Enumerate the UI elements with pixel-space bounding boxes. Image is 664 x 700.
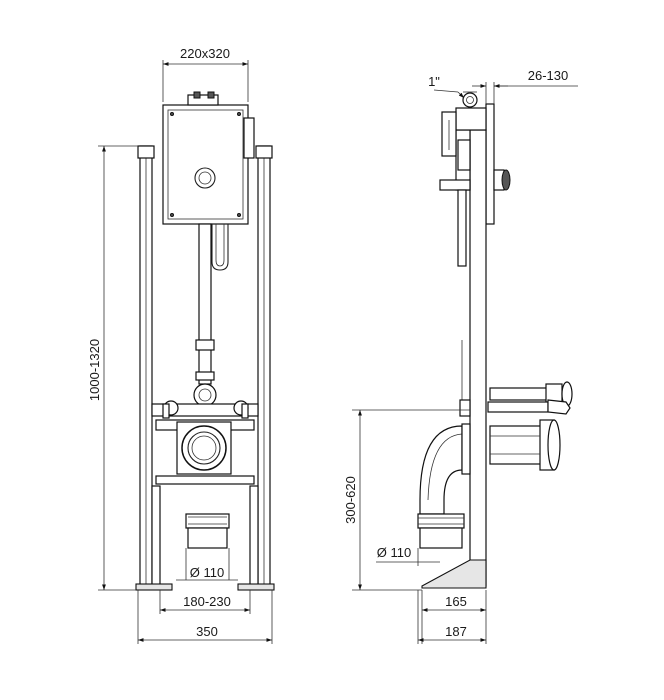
drain-pipe-front (185, 513, 230, 529)
frame-width-label: 350 (196, 624, 218, 639)
right-foot (237, 583, 275, 591)
depth-outer-label: 187 (445, 624, 467, 639)
flush-opening (194, 167, 216, 189)
left-foot (135, 583, 173, 591)
height-range-label: 1000-1320 (87, 339, 102, 401)
front-dimensions: 220x320 1000-1320 Ø 110 180-230 350 (87, 46, 273, 644)
valve-nut (462, 92, 478, 108)
side-view (417, 91, 573, 589)
box-size-label: 220x320 (180, 46, 230, 61)
flush-pipe (198, 223, 212, 385)
wall-offset-label: 26-130 (528, 68, 568, 83)
drain-elbow (419, 425, 463, 515)
drain-connection (181, 425, 227, 471)
side-foot (421, 559, 487, 589)
front-view (135, 91, 275, 591)
pipe-diameter-side-label: Ø 110 (377, 545, 411, 560)
drain-pipe-side (417, 513, 465, 529)
depth-inner-label: 165 (445, 594, 467, 609)
frame-column (469, 129, 487, 587)
side-dimensions: 1" 26-130 300-620 Ø 110 165 187 (343, 68, 578, 644)
outlet-pipe-side (489, 425, 543, 465)
outlet-height-label: 300-620 (343, 476, 358, 524)
pipe-diameter-front-label: Ø 110 (190, 565, 224, 580)
cistern-box (162, 104, 249, 225)
thread-size-label: 1" (428, 74, 440, 89)
wall-plate (485, 103, 495, 225)
foot-spacing-label: 180-230 (183, 594, 231, 609)
